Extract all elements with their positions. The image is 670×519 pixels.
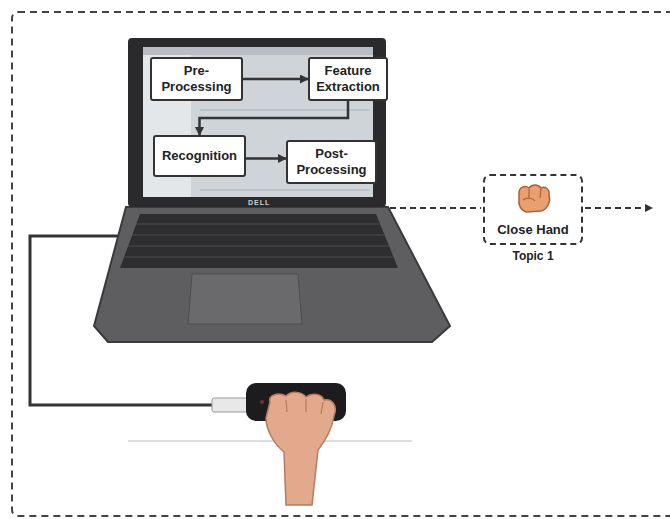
- output-box: Close HandTopic 1: [483, 174, 583, 245]
- output-label: Close Hand: [485, 222, 581, 237]
- process-label: Recognition: [162, 148, 237, 164]
- frame: [12, 12, 670, 516]
- process-box: Feature Extraction: [308, 57, 388, 101]
- process-box: Post- Processing: [286, 140, 377, 184]
- flow-arrow: [243, 78, 308, 81]
- usb-plug: [212, 398, 250, 412]
- flow-arrow: [200, 101, 349, 135]
- output-arrow: [585, 207, 652, 209]
- fist-icon: [513, 181, 553, 215]
- output-link: [390, 207, 481, 209]
- hand: [266, 392, 335, 505]
- topic-label: Topic 1: [485, 249, 581, 263]
- keyboard: [120, 214, 398, 268]
- flow-arrow: [246, 157, 286, 160]
- laptop-base: [94, 207, 450, 342]
- process-box: Recognition: [153, 135, 246, 177]
- process-box: Pre- Processing: [150, 57, 243, 101]
- brand-logo: DELL: [248, 199, 270, 206]
- process-label: Pre- Processing: [158, 63, 235, 94]
- process-label: Feature Extraction: [316, 63, 380, 94]
- touchpad: [188, 274, 302, 324]
- table-edge: [128, 441, 412, 442]
- process-label: Post- Processing: [294, 146, 369, 177]
